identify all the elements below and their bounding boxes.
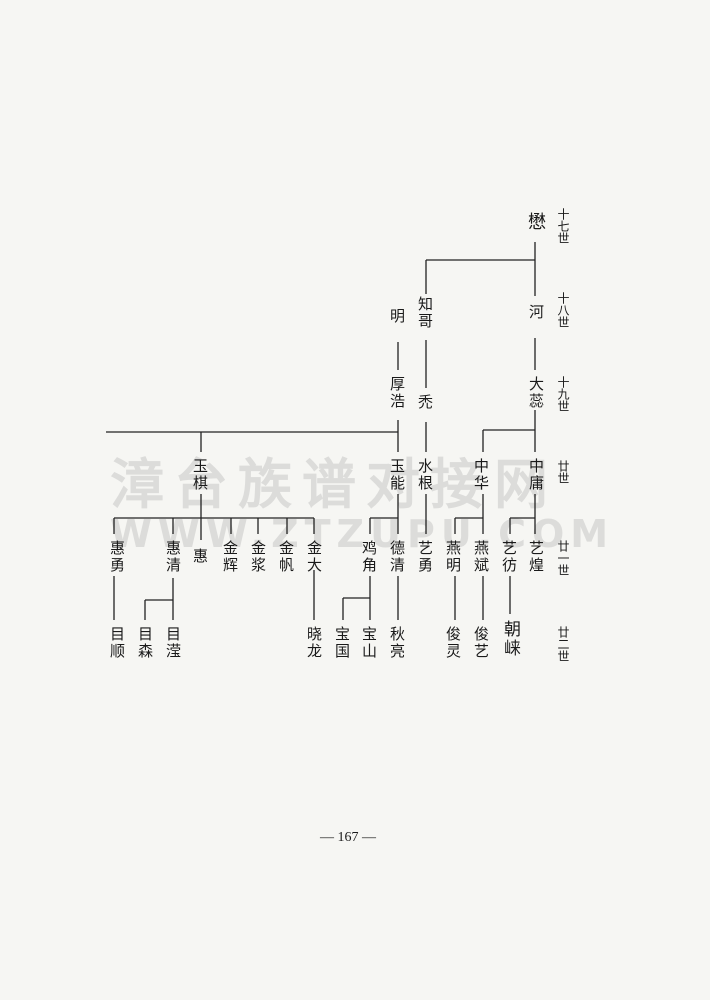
watermark-english: WWW.ZTZUPU.COM xyxy=(110,512,615,556)
generation-label-22: 廿二世 xyxy=(556,626,570,662)
generation-label-18: 十八世 xyxy=(556,292,570,328)
person-name: 宝山 xyxy=(360,626,378,660)
person-name: 惠清 xyxy=(164,540,182,574)
person-name: 厚浩 xyxy=(388,376,406,410)
person-name: 燕斌 xyxy=(472,540,490,574)
person-name: 河 xyxy=(527,304,545,321)
generation-label-17: 十七世 xyxy=(556,208,570,244)
person-name: 秋亮 xyxy=(388,626,406,660)
page-number: — 167 — xyxy=(320,830,376,845)
person-name: 中庸 xyxy=(527,458,545,492)
person-name: 金大 xyxy=(305,540,323,574)
person-name: 惠勇 xyxy=(108,540,126,574)
person-name: 鸡角 xyxy=(360,540,378,574)
person-name: 燕明 xyxy=(444,540,462,574)
person-name: 德清 xyxy=(388,540,406,574)
person-name: 艺煌 xyxy=(527,540,545,574)
person-name: 明 xyxy=(388,308,406,325)
person-name: 俊艺 xyxy=(472,626,490,660)
person-name: 水根 xyxy=(416,458,434,492)
generation-label-21: 廿一世 xyxy=(556,540,570,576)
person-name: 玉能 xyxy=(388,458,406,492)
person-name: 大蕊 xyxy=(527,376,545,410)
person-name: 艺勇 xyxy=(416,540,434,574)
person-name: 金辉 xyxy=(221,540,239,574)
watermark-chinese: 漳台族谱对接网 xyxy=(110,453,558,516)
generation-label-19: 十九世 xyxy=(556,376,570,412)
person-name: 金帆 xyxy=(277,540,295,574)
person-name: 目滢 xyxy=(164,626,182,660)
person-name: 懋 xyxy=(525,212,546,232)
person-name: 知哥 xyxy=(416,296,434,330)
person-name: 宝国 xyxy=(333,626,351,660)
person-name: 朝崃 xyxy=(500,620,520,658)
person-name: 玉棋 xyxy=(191,458,209,492)
person-name: 目森 xyxy=(136,626,154,660)
person-name: 俊灵 xyxy=(444,626,462,660)
person-name: 中华 xyxy=(472,458,490,492)
person-name: 目顺 xyxy=(108,626,126,660)
person-name: 晓龙 xyxy=(305,626,323,660)
person-name: 金浆 xyxy=(249,540,267,574)
generation-label-20: 廿世 xyxy=(556,460,570,484)
person-name: 禿 xyxy=(416,394,434,411)
person-name: 惠 xyxy=(191,548,209,565)
person-name: 艺彷 xyxy=(500,540,518,574)
